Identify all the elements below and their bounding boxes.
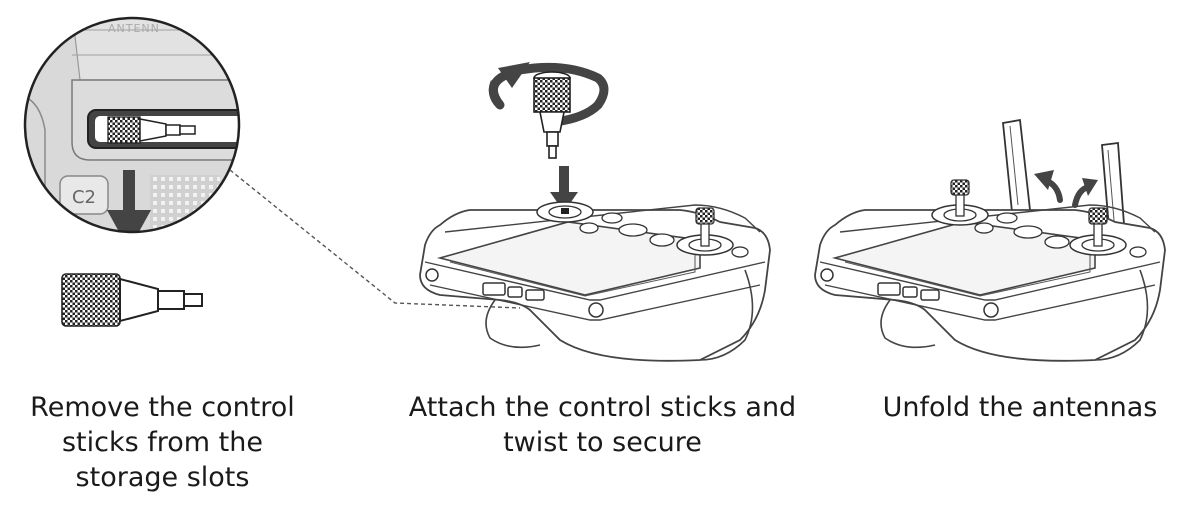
step-2-caption: Attach the control sticks and twist to s… bbox=[395, 390, 810, 460]
caption-line: Unfold the antennas bbox=[882, 392, 1158, 423]
c2-label: C2 bbox=[72, 187, 96, 208]
leader-line bbox=[229, 169, 521, 309]
caption-line: storage slots bbox=[75, 462, 250, 493]
caption-line: twist to secure bbox=[503, 427, 702, 458]
caption-line: Remove the control bbox=[30, 392, 295, 423]
caption-line: sticks from the bbox=[61, 427, 263, 458]
unfold-arrow-right-icon bbox=[1072, 178, 1098, 208]
remote-controller-antennas bbox=[814, 118, 1166, 362]
twist-arrow-icon bbox=[488, 62, 609, 127]
unfold-arrow-left-icon bbox=[1034, 170, 1063, 203]
storage-slot-inset: C2 ANTENN bbox=[23, 16, 241, 234]
c2-button bbox=[59, 175, 109, 215]
attaching-control-stick bbox=[533, 71, 571, 159]
step-1-caption: Remove the control sticks from the stora… bbox=[10, 390, 315, 495]
caption-line: Attach the control sticks and bbox=[408, 392, 797, 423]
removed-control-stick bbox=[61, 273, 203, 327]
remote-controller-attach bbox=[419, 62, 771, 362]
left-antenna bbox=[1002, 118, 1031, 213]
speaker-grille bbox=[150, 175, 220, 230]
stored-control-stick bbox=[107, 116, 196, 144]
antenna-label: ANTENN bbox=[108, 22, 160, 35]
step-3-caption: Unfold the antennas bbox=[855, 390, 1185, 425]
remove-arrow-icon bbox=[107, 170, 151, 232]
